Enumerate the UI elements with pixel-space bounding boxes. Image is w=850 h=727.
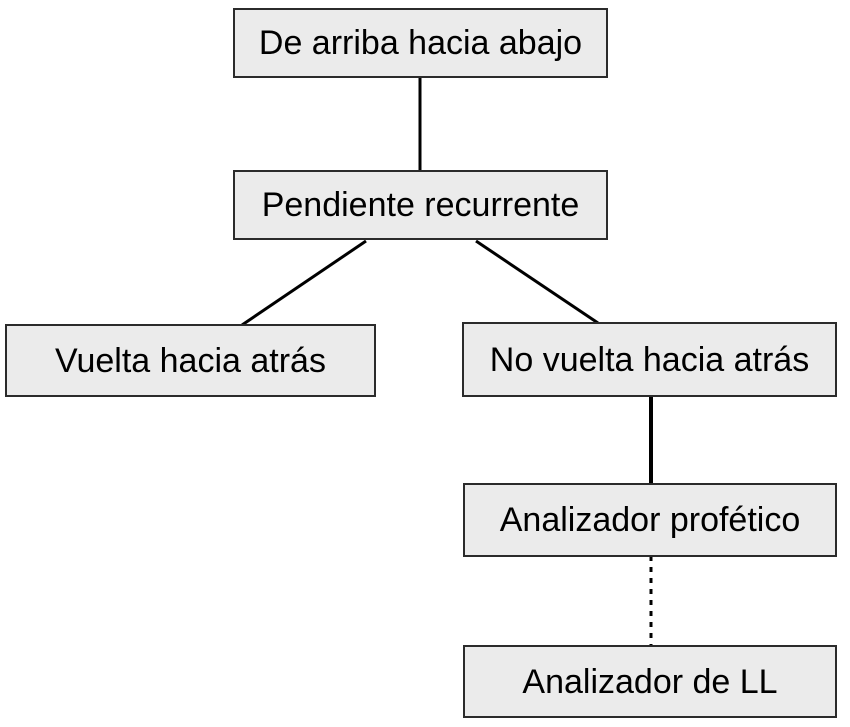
node-recursive-descent-label: Pendiente recurrente — [261, 186, 580, 224]
node-top-down-label: De arriba hacia abajo — [258, 24, 583, 62]
node-with-backtracking-label: Vuelta hacia atrás — [55, 341, 326, 380]
node-without-backtracking-label: No vuelta hacia atrás — [489, 340, 810, 379]
node-top-down[interactable]: De arriba hacia abajo — [233, 8, 608, 78]
node-without-backtracking[interactable]: No vuelta hacia atrás — [462, 322, 837, 397]
edge-recursive-to-backtrack — [241, 239, 367, 327]
node-with-backtracking[interactable]: Vuelta hacia atrás — [5, 324, 376, 397]
node-ll-parser[interactable]: Analizador de LL — [463, 645, 837, 718]
edge-recursive-to-no-backtrack — [475, 239, 599, 325]
node-predictive-parser[interactable]: Analizador profético — [463, 483, 837, 557]
node-ll-parser-label: Analizador de LL — [522, 662, 778, 701]
node-predictive-parser-label: Analizador profético — [499, 501, 801, 539]
node-recursive-descent[interactable]: Pendiente recurrente — [233, 170, 608, 240]
